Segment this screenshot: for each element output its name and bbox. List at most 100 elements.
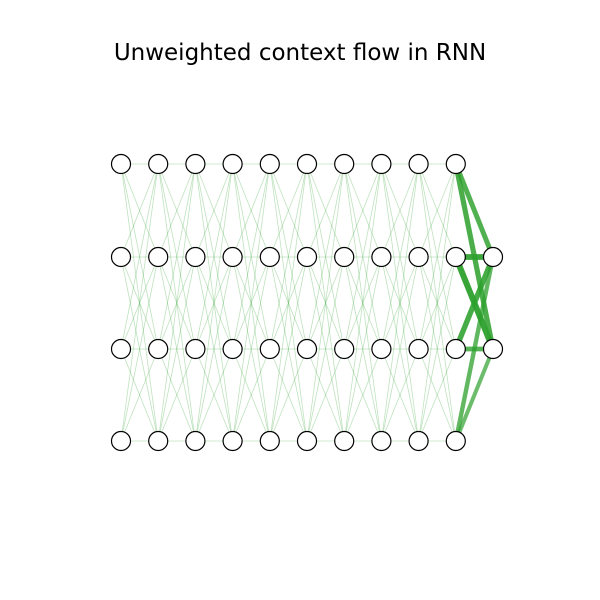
context-edge [269, 163, 308, 442]
context-edge [195, 348, 233, 442]
network-node [259, 430, 280, 452]
network-node [408, 246, 429, 268]
output-edge [453, 348, 495, 442]
context-edge [306, 256, 345, 442]
context-edge [381, 348, 419, 442]
context-edge [306, 163, 345, 442]
context-edge [269, 256, 308, 442]
context-edge [232, 256, 271, 442]
context-edge [306, 163, 345, 350]
network-node [110, 153, 132, 175]
network-node [445, 153, 466, 175]
context-edge [157, 256, 196, 442]
context-edge [232, 163, 271, 442]
context-edge [157, 348, 196, 442]
network-node [408, 430, 429, 452]
context-edge [195, 256, 233, 442]
context-edge [157, 256, 196, 350]
context-edge [381, 163, 419, 258]
context-edge [306, 256, 345, 350]
network-node [185, 246, 206, 268]
network-node [296, 246, 318, 268]
context-edge [232, 348, 271, 442]
network-node [222, 246, 243, 268]
network-node [296, 153, 318, 175]
context-edge [343, 163, 382, 350]
context-edge [232, 163, 271, 258]
network-node [222, 430, 243, 452]
context-edge [195, 163, 233, 258]
context-edge [120, 163, 159, 350]
network-node [445, 430, 466, 452]
network-node [110, 246, 132, 268]
network-node [408, 153, 429, 175]
network-node [371, 430, 392, 452]
context-edge [418, 163, 457, 350]
output-edge [453, 255, 496, 351]
context-edge [120, 256, 159, 350]
context-edge [269, 163, 308, 350]
context-edge [418, 256, 457, 442]
context-edge [232, 348, 271, 442]
context-edge [381, 163, 419, 442]
context-edge [343, 163, 382, 442]
network-node [408, 338, 429, 360]
output-edge [453, 163, 496, 258]
network-node [259, 246, 280, 268]
network-node [185, 153, 206, 175]
context-edge [381, 163, 419, 442]
context-edge [157, 163, 196, 350]
network-node [148, 338, 169, 360]
network-node [259, 338, 280, 360]
context-edge [269, 348, 308, 442]
context-edge [195, 348, 233, 442]
network-node [371, 153, 392, 175]
context-edge [120, 348, 159, 442]
context-edge [306, 163, 345, 258]
context-edge [120, 163, 159, 442]
context-edge [232, 163, 271, 442]
network-node [110, 430, 132, 452]
network-node [110, 338, 132, 360]
context-edge [418, 163, 457, 442]
context-edge [157, 256, 196, 442]
context-edge [418, 256, 457, 442]
diagram-title: Unweighted context flow in RNN [113, 40, 487, 66]
context-edge [343, 256, 382, 350]
context-edge [269, 256, 308, 350]
context-edge [269, 163, 308, 258]
context-edge [343, 163, 382, 258]
context-edge [120, 163, 159, 350]
context-edge [306, 348, 345, 442]
output-node [482, 338, 504, 360]
context-edge [418, 163, 457, 258]
context-edge [195, 163, 233, 350]
context-edge [269, 256, 308, 350]
network-node [334, 246, 355, 268]
network-node [334, 153, 355, 175]
context-edge [120, 256, 159, 442]
context-edge [120, 163, 159, 258]
context-edge [306, 163, 345, 442]
context-edge [157, 163, 196, 258]
context-edge [157, 256, 196, 350]
network-node [445, 338, 466, 360]
context-edge [232, 163, 271, 350]
context-edge [157, 348, 196, 442]
context-edge [306, 348, 345, 442]
context-edge [195, 163, 233, 258]
context-edge [306, 256, 345, 350]
network-node [371, 246, 392, 268]
context-edge [120, 163, 159, 442]
context-edge [120, 348, 159, 442]
context-edge [343, 348, 382, 442]
context-edge [195, 256, 233, 442]
context-edge [418, 163, 457, 350]
context-edge [195, 163, 233, 442]
context-edge [418, 163, 457, 442]
context-edge [120, 256, 159, 350]
network-nodes [110, 153, 504, 452]
context-edge [381, 256, 419, 442]
context-edge [343, 256, 382, 442]
